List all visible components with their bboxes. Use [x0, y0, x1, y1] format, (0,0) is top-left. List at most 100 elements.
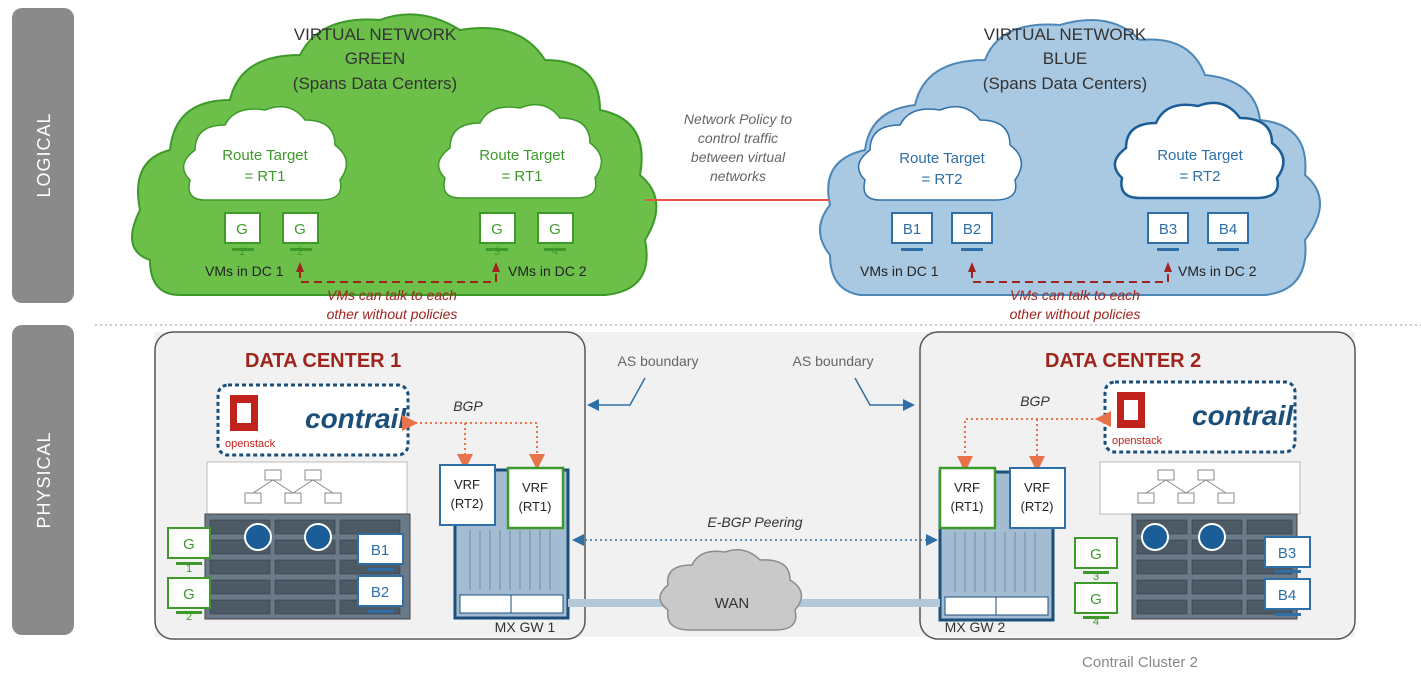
blue-talk-note: VMs can talk to each other without polic…	[1010, 287, 1141, 322]
svg-text:B2: B2	[371, 584, 389, 601]
dc2-title: DATA CENTER 2	[1045, 350, 1201, 372]
svg-text:4: 4	[552, 246, 558, 258]
route-target-cloud-blue-dc2: Route Target = RT2	[1113, 101, 1285, 200]
svg-text:B4: B4	[1278, 587, 1296, 604]
svg-text:(RT1): (RT1)	[951, 499, 984, 514]
svg-text:G: G	[1090, 591, 1102, 608]
router-icon	[1141, 523, 1169, 551]
vm-green-1-logical: G 1	[224, 212, 261, 258]
vrf-rt2-dc1: VRF (RT2)	[439, 464, 496, 526]
svg-text:VRF: VRF	[522, 480, 548, 495]
green-title-2: GREEN	[345, 49, 405, 68]
vm-blue-2-dc1: B2	[357, 575, 404, 613]
svg-text:(RT2): (RT2)	[1021, 499, 1054, 514]
svg-text:= RT2: = RT2	[922, 171, 963, 188]
vrf-rt2-dc2: VRF (RT2)	[1009, 467, 1066, 529]
wan-cloud: WAN	[659, 549, 803, 631]
svg-text:B4: B4	[1219, 221, 1237, 238]
physical-label: PHYSICAL	[34, 431, 54, 528]
svg-text:= RT2: = RT2	[1180, 168, 1221, 185]
svg-text:B3: B3	[1159, 221, 1177, 238]
vm-blue-1-dc1: B1	[357, 533, 404, 571]
svg-text:VRF: VRF	[1024, 480, 1050, 495]
blue-vms-dc1-label: VMs in DC 1	[860, 263, 939, 279]
contrail-logo-dc2: openstack contrail	[1103, 380, 1297, 454]
svg-text:G: G	[294, 221, 306, 238]
as-boundary-label-2: AS boundary	[793, 353, 874, 369]
bgp-label-dc1: BGP	[453, 398, 483, 414]
green-vms-dc1-label: VMs in DC 1	[205, 263, 284, 279]
svg-text:VMs can talk to each: VMs can talk to each	[327, 287, 457, 303]
blue-title-2: BLUE	[1043, 49, 1087, 68]
svg-text:Route Target: Route Target	[222, 147, 308, 164]
as-boundary-arrow-1	[587, 377, 646, 411]
green-vms-dc2-label: VMs in DC 2	[508, 263, 587, 279]
server-racks-dc1	[204, 513, 411, 620]
svg-text:Route Target: Route Target	[899, 150, 985, 167]
svg-text:B1: B1	[903, 221, 921, 238]
vm-green-3-dc2: G 3	[1074, 537, 1118, 583]
svg-text:VRF: VRF	[954, 480, 980, 495]
vrf-rt1-dc2: VRF (RT1)	[938, 466, 997, 530]
bgp-links-dc2	[957, 411, 1111, 472]
svg-text:other without policies: other without policies	[1010, 306, 1141, 322]
svg-text:B3: B3	[1278, 545, 1296, 562]
svg-text:Route Target: Route Target	[479, 147, 565, 164]
vm-green-2-logical: G 2	[282, 212, 319, 258]
vm-green-4-logical: G 4	[537, 212, 574, 258]
dc1-title: DATA CENTER 1	[245, 350, 401, 372]
openstack-text-dc1: openstack	[225, 438, 276, 450]
svg-text:control traffic: control traffic	[698, 130, 778, 146]
mx-gw-2-label: MX GW 2	[945, 619, 1006, 635]
as-boundary-arrow-2	[854, 377, 915, 411]
virtual-network-blue-cloud: VIRTUAL NETWORK BLUE (Spans Data Centers…	[819, 19, 1321, 296]
svg-text:G: G	[491, 221, 503, 238]
svg-text:Network Policy to: Network Policy to	[684, 111, 792, 127]
route-target-cloud-blue-dc1: Route Target = RT2	[857, 105, 1023, 201]
vm-green-1-dc1: G 1	[167, 527, 211, 575]
svg-text:G: G	[236, 221, 248, 238]
logical-section-bar: LOGICAL	[12, 8, 74, 303]
svg-text:(RT2): (RT2)	[451, 496, 484, 511]
svg-text:B2: B2	[963, 221, 981, 238]
svg-text:VMs can talk to each: VMs can talk to each	[1010, 287, 1140, 303]
svg-text:B1: B1	[371, 542, 389, 559]
svg-text:1: 1	[186, 563, 192, 575]
svg-text:G: G	[183, 586, 195, 603]
blue-title-1: VIRTUAL NETWORK	[984, 25, 1147, 44]
route-target-cloud-green-dc1: Route Target = RT1	[182, 105, 348, 201]
route-target-cloud-green-dc2: Route Target = RT1	[437, 103, 603, 199]
physical-section-bar: PHYSICAL	[12, 325, 74, 635]
blue-talk-path	[968, 262, 1172, 283]
as-boundary-label-1: AS boundary	[618, 353, 699, 369]
svg-text:G: G	[549, 221, 561, 238]
virtual-network-green-cloud: VIRTUAL NETWORK GREEN (Spans Data Center…	[131, 13, 658, 296]
router-icon	[304, 523, 332, 551]
svg-text:G: G	[183, 536, 195, 553]
svg-text:3: 3	[494, 246, 500, 258]
vm-green-2-dc1: G 2	[167, 577, 211, 623]
svg-text:networks: networks	[710, 168, 766, 184]
vm-blue-3-logical: B3	[1147, 212, 1189, 251]
green-subtitle: (Spans Data Centers)	[293, 74, 457, 93]
green-title-1: VIRTUAL NETWORK	[294, 25, 457, 44]
svg-text:= RT1: = RT1	[245, 168, 286, 185]
vm-green-3-logical: G 3	[479, 212, 516, 258]
svg-text:G: G	[1090, 546, 1102, 563]
policy-note: Network Policy to control traffic betwee…	[684, 111, 792, 184]
router-icon	[244, 523, 272, 551]
switch-fabric-dc2	[1099, 461, 1301, 515]
mx-gw-1-label: MX GW 1	[495, 619, 556, 635]
vm-blue-4-logical: B4	[1207, 212, 1249, 251]
svg-text:Route Target: Route Target	[1157, 147, 1243, 164]
svg-text:4: 4	[1093, 616, 1099, 628]
svg-text:VRF: VRF	[454, 477, 480, 492]
switch-fabric-dc1	[206, 461, 408, 515]
svg-text:= RT1: = RT1	[502, 168, 543, 185]
vm-blue-3-dc2: B3	[1264, 536, 1311, 573]
vm-blue-1-logical: B1	[891, 212, 933, 251]
blue-vms-dc2-label: VMs in DC 2	[1178, 263, 1257, 279]
router-icon	[1198, 523, 1226, 551]
